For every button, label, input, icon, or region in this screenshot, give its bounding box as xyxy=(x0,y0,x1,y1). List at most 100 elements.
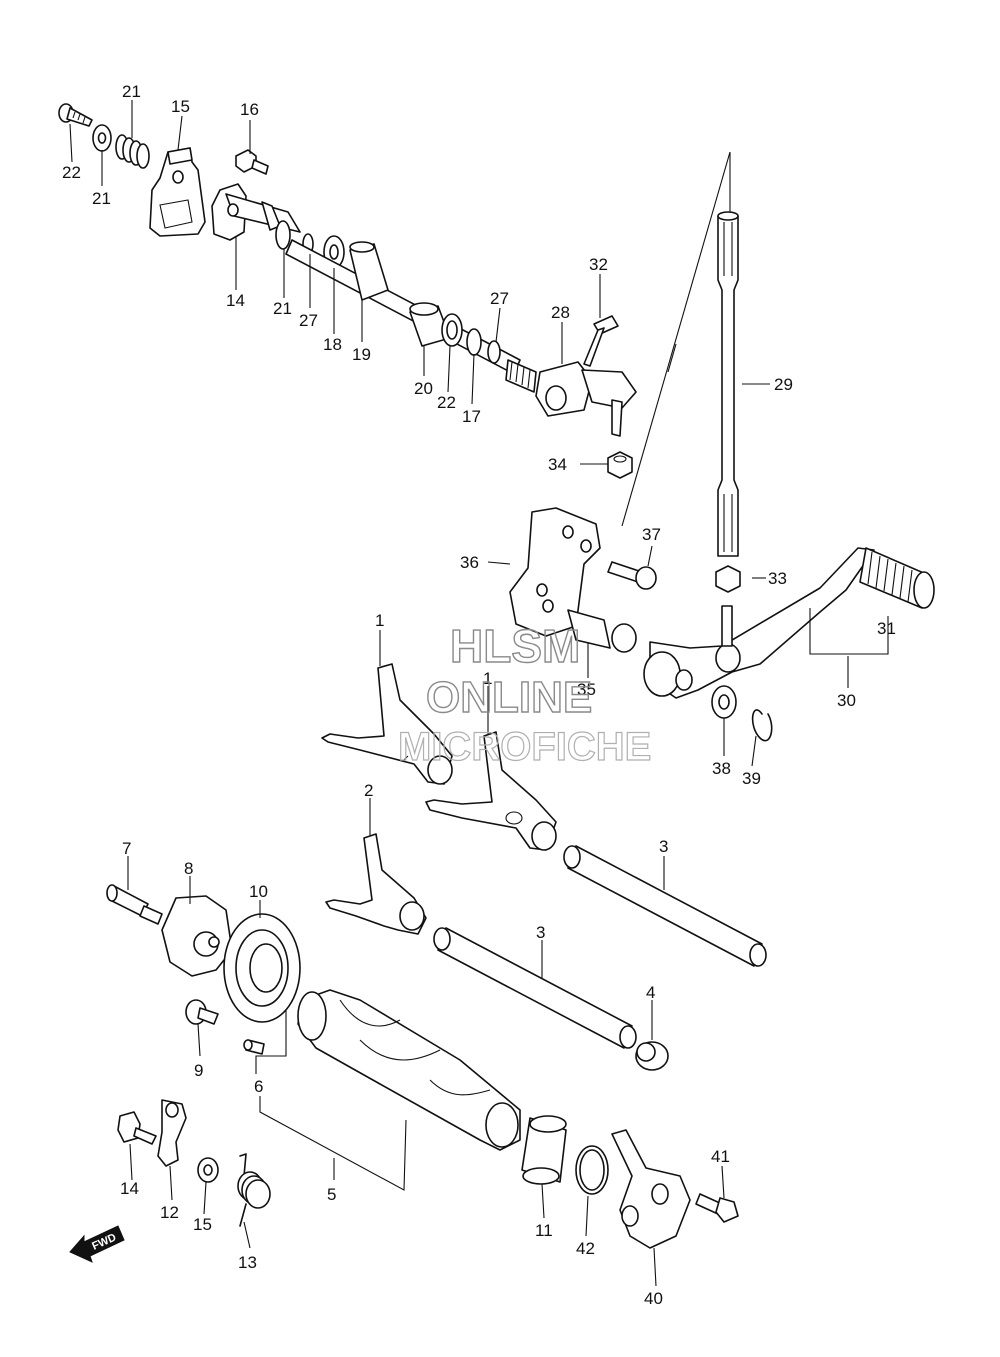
part-nut-34 xyxy=(607,451,633,479)
callout-12: 12 xyxy=(160,1203,179,1222)
callout-18: 16 xyxy=(240,100,259,119)
callout-1a: 1 xyxy=(375,611,384,630)
callout-25: 21 xyxy=(92,189,111,208)
callout-36: 36 xyxy=(460,553,479,572)
callout-1b: 1 xyxy=(483,669,492,688)
callout-14: 14 xyxy=(120,1179,139,1198)
callout-11: 11 xyxy=(535,1221,553,1240)
callout-27a: 27 xyxy=(299,311,318,330)
part-seal-22 xyxy=(441,313,463,347)
part-bearing-10 xyxy=(223,913,301,1023)
callout-26: 22 xyxy=(62,163,81,182)
callout-32: 32 xyxy=(589,255,608,274)
part-arm-16 xyxy=(211,183,301,241)
part-fork-2 xyxy=(325,833,427,935)
part-dowel-6 xyxy=(243,1039,265,1055)
part-screw-26 xyxy=(58,103,93,127)
callout-17: 15 xyxy=(171,97,190,116)
forward-arrow-icon xyxy=(69,1225,125,1263)
callout-21a: 19 xyxy=(352,345,371,364)
callout-40: 40 xyxy=(644,1289,663,1308)
part-bolt-32 xyxy=(583,315,619,367)
callout-37: 37 xyxy=(642,525,661,544)
part-bearing-11 xyxy=(521,1115,567,1185)
callout-labels: 22 21 21 15 16 14 21 27 18 19 20 22 17 2… xyxy=(62,82,896,1308)
part-bolt-35 xyxy=(567,609,637,653)
callout-27b: 27 xyxy=(490,289,509,308)
part-bolt-18 xyxy=(235,149,269,175)
part-cam-drum-5 xyxy=(297,989,521,1151)
callout-23: 21 xyxy=(122,82,141,101)
callout-20: 18 xyxy=(323,335,342,354)
callout-21b: 20 xyxy=(414,379,433,398)
part-link-28 xyxy=(535,361,637,437)
part-shift-rod-29 xyxy=(717,211,739,557)
callout-30: 30 xyxy=(837,691,856,710)
part-fork-shaft-3a xyxy=(563,845,767,967)
callout-35: 35 xyxy=(577,680,596,699)
callout-3a: 3 xyxy=(659,837,668,856)
part-spring-23 xyxy=(115,134,150,169)
watermark-line1: HLSM xyxy=(450,620,580,672)
part-shaft xyxy=(285,239,521,375)
guide-dash xyxy=(667,343,677,373)
callout-4: 4 xyxy=(646,983,655,1002)
part-stopper-8 xyxy=(161,895,233,977)
watermark: HLSM ONLINE MICROFICHE xyxy=(397,619,652,769)
part-spline-end xyxy=(505,359,537,393)
part-fork-shaft-3b xyxy=(433,927,637,1049)
part-bolt-14 xyxy=(117,1111,157,1145)
callout-10: 10 xyxy=(249,882,268,901)
callout-2: 2 xyxy=(364,781,373,800)
gearshift-shaft-assembly xyxy=(58,103,637,437)
part-pin-7 xyxy=(106,884,163,925)
part-oring-42 xyxy=(575,1145,609,1195)
callout-22: 22 xyxy=(437,393,456,412)
part-plate-17 xyxy=(149,147,206,237)
callout-5: 5 xyxy=(327,1185,336,1204)
part-fork-1b xyxy=(425,731,557,851)
callout-34: 34 xyxy=(548,455,567,474)
part-clip-27b xyxy=(487,340,501,364)
callout-33: 33 xyxy=(768,569,787,588)
callout-29: 29 xyxy=(774,375,793,394)
watermark-line2: ONLINE xyxy=(426,673,592,722)
callout-3b: 3 xyxy=(536,923,545,942)
callout-9: 9 xyxy=(194,1061,203,1080)
part-clip-39 xyxy=(751,709,773,742)
part-stopper-12 xyxy=(157,1099,187,1167)
watermark-line3: MICROFICHE xyxy=(398,725,651,769)
callout-24: 21 xyxy=(273,299,292,318)
part-ring-24 xyxy=(275,220,291,250)
callout-7: 7 xyxy=(122,839,131,858)
part-washer-15 xyxy=(197,1157,219,1183)
part-washer-19 xyxy=(466,328,482,356)
part-bolt-9 xyxy=(185,999,219,1025)
part-cover-40 xyxy=(611,1129,691,1249)
callout-13: 13 xyxy=(238,1253,257,1272)
callout-8: 8 xyxy=(184,859,193,878)
leader-lines xyxy=(69,100,889,1287)
callout-19: 17 xyxy=(462,407,481,426)
callout-31: 31 xyxy=(877,619,896,638)
callout-38: 38 xyxy=(712,759,731,778)
part-spring-13 xyxy=(237,1153,271,1227)
part-washer-38 xyxy=(711,685,737,719)
part-washer-25 xyxy=(92,124,112,152)
part-bushing-21a xyxy=(349,241,389,301)
part-nut-33 xyxy=(715,565,741,593)
callout-15: 15 xyxy=(193,1215,212,1234)
callout-42: 42 xyxy=(576,1239,595,1258)
guide-line-diagonal xyxy=(621,151,731,527)
part-shift-pedal-30 xyxy=(643,547,875,699)
part-fork-1a xyxy=(321,663,453,785)
part-rubber-31 xyxy=(859,547,935,609)
forward-direction-badge: FWD xyxy=(69,1225,125,1263)
callout-28: 28 xyxy=(551,303,570,322)
part-bolt-37 xyxy=(607,561,657,590)
callout-41: 41 xyxy=(711,1147,730,1166)
callout-39: 39 xyxy=(742,769,761,788)
part-bolt-41 xyxy=(695,1193,739,1223)
callout-16: 14 xyxy=(226,291,245,310)
